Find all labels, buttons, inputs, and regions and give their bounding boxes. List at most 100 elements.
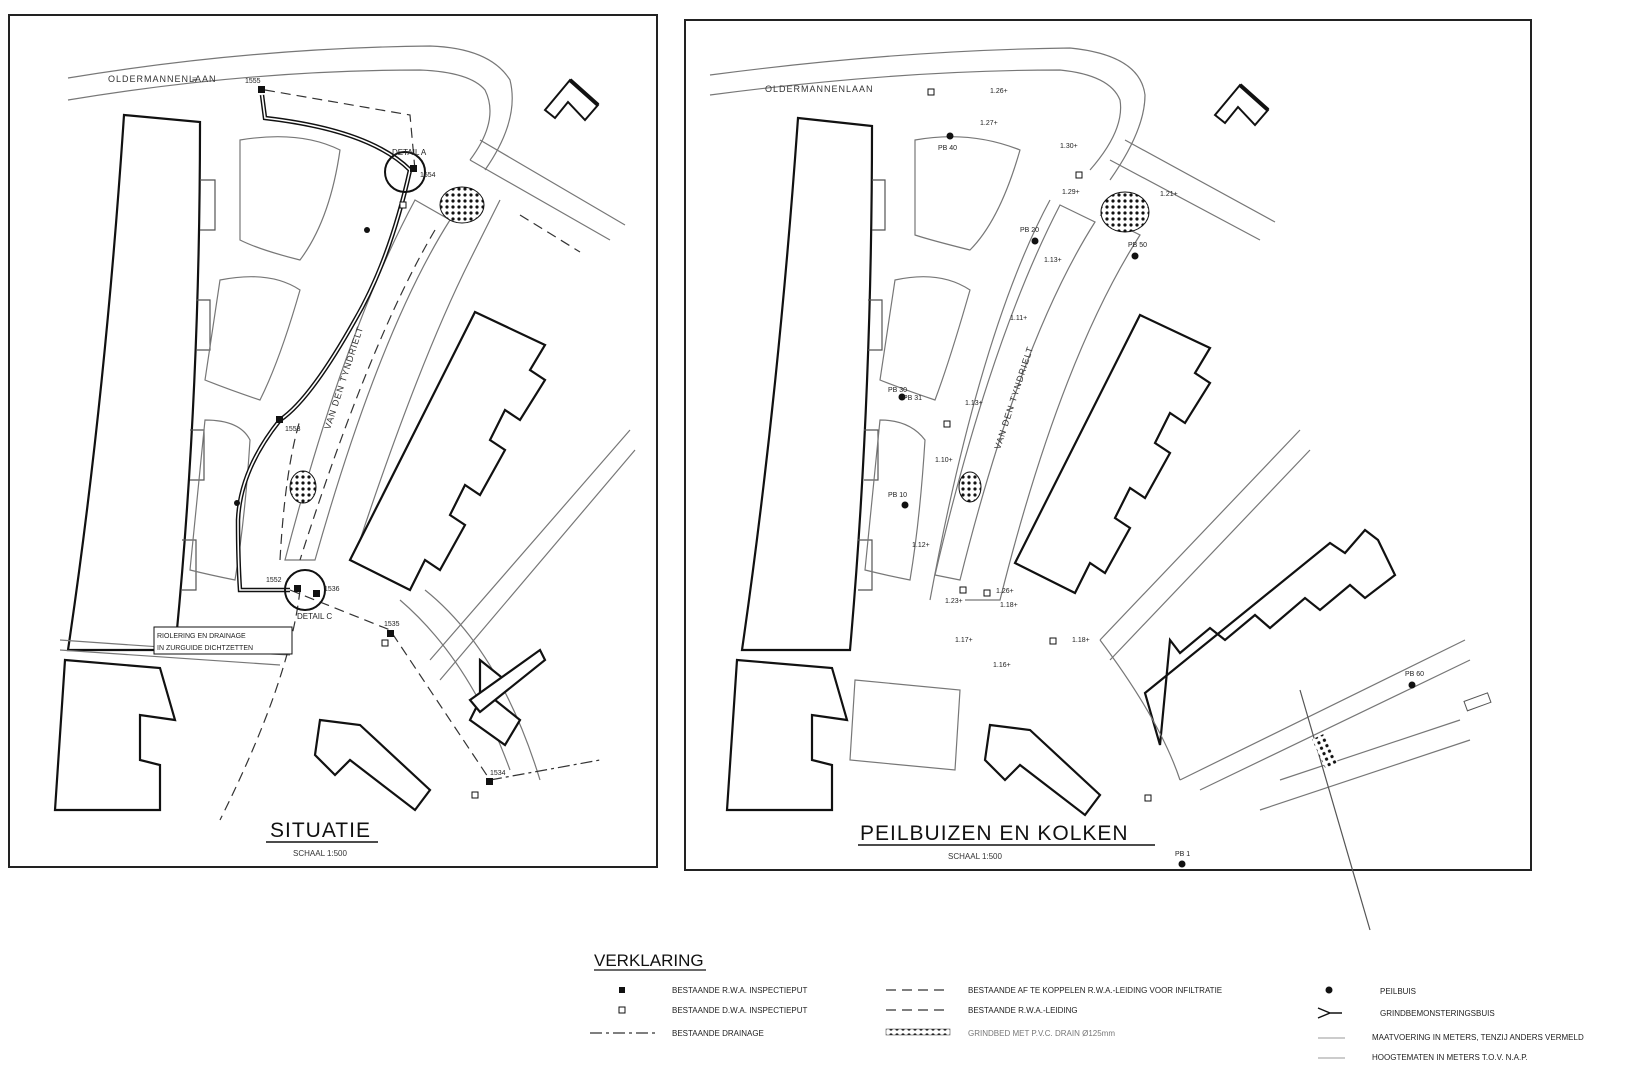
label-put-1536: 1536 — [324, 586, 340, 593]
height-label-4: 1.29+ — [1062, 189, 1080, 196]
height-label-12: 1.18+ — [1000, 602, 1018, 609]
building-west-r — [740, 116, 874, 652]
label-pb10: PB 10 — [888, 492, 907, 499]
kolk-1 — [927, 88, 935, 96]
garden-2 — [204, 276, 301, 401]
label-pb20: PB 20 — [1020, 227, 1039, 234]
label-detail-a: DETAIL A — [392, 148, 427, 157]
legend-symbol-grindbemonsteringsbuis — [1317, 1007, 1342, 1019]
building-south-west-r — [725, 658, 849, 812]
kolk-2 — [1075, 171, 1083, 179]
height-label-13: 1.18+ — [1072, 637, 1090, 644]
label-put-1535: 1535 — [384, 621, 400, 628]
road-centerline — [299, 229, 436, 561]
building-south-middle-r — [983, 723, 1102, 817]
peilbuis-pb30 — [898, 393, 906, 401]
small-object — [1463, 692, 1492, 712]
legend-item-grindbemonsteringsbuis: GRINDBEMONSTERINGSBUIS — [1380, 1009, 1495, 1018]
legend: VERKLARING BESTAANDE R.W.A. INSPECTIEPUT… — [590, 951, 1584, 1062]
label-pb50: PB 50 — [1128, 242, 1147, 249]
situatie-title: SITUATIE — [270, 819, 371, 842]
legend-symbol-grindbed — [885, 1028, 951, 1036]
height-label-16: 1.23+ — [945, 598, 963, 605]
situatie-frame — [8, 14, 658, 868]
north-arrow-icon-right — [1213, 83, 1270, 127]
height-label-10: 1.12+ — [912, 542, 930, 549]
street-southeast-r — [1099, 639, 1471, 791]
height-label-3: 1.30+ — [1060, 143, 1078, 150]
garden-r-2 — [879, 276, 971, 401]
building-south-middle — [313, 718, 432, 812]
height-label-5: 1.21+ — [1160, 191, 1178, 198]
peilbuis-pb40 — [946, 132, 954, 140]
street-east — [429, 429, 636, 681]
street-label-van-den-tyndrielt-r: VAN DEN TYNDRIELT — [992, 345, 1035, 451]
legend-item-maatvoering: MAATVOERING IN METERS, TENZIJ ANDERS VER… — [1372, 1033, 1584, 1042]
manhole-1552 — [294, 585, 301, 592]
height-label-9: 1.10+ — [935, 457, 953, 464]
road-central — [284, 199, 451, 561]
kolk-5 — [983, 589, 991, 597]
drain-point-2 — [364, 227, 370, 233]
street-curve-inner-r — [709, 47, 1146, 181]
height-label-14: 1.17+ — [955, 637, 973, 644]
building-east — [348, 310, 547, 592]
legend-symbol-rwa-put — [619, 987, 625, 993]
existing-pipe-inner — [237, 94, 411, 591]
peilbuizen-title: PEILBUIZEN EN KOLKEN — [860, 822, 1129, 845]
height-label-11: 1.26+ — [996, 588, 1014, 595]
situatie-plan: OLDERMANNENLAAN ≡ VAN DEN TYNDRIELT DETA… — [8, 14, 658, 868]
manhole-1554 — [410, 165, 417, 172]
north-arrow-icon — [543, 78, 600, 122]
building-east-r — [1013, 313, 1212, 595]
building-west-r-recesses — [858, 179, 886, 591]
label-detail-c: DETAIL C — [297, 612, 332, 621]
street-bottom-r — [1259, 719, 1471, 811]
label-pb60: PB 60 — [1405, 671, 1424, 678]
street-east-r — [1099, 429, 1311, 661]
street-curve-outer-r — [709, 69, 1122, 171]
peilbuis-pb1 — [1178, 860, 1186, 868]
note-line-1: RIOLERING EN DRAINAGE — [157, 633, 246, 640]
manhole-1534 — [486, 778, 493, 785]
legend-item-af-te-koppelen: BESTAANDE AF TE KOPPELEN R.W.A.-LEIDING … — [968, 986, 1222, 995]
parking-edges-r — [1109, 139, 1276, 241]
label-put-1552: 1552 — [266, 577, 282, 584]
height-label-7: 1.11+ — [1010, 315, 1027, 322]
rwa-dashdot-line — [489, 759, 601, 781]
street-label-oldermannenlaan-r: OLDERMANNENLAAN — [765, 84, 874, 94]
parking-edges — [359, 139, 626, 541]
peilbuis-pb60 — [1408, 681, 1416, 689]
legend-item-drainage: BESTAANDE DRAINAGE — [672, 1029, 764, 1038]
detail-a-circle — [384, 151, 426, 193]
rwa-dashed-lines — [219, 89, 491, 821]
kolk-6 — [1049, 637, 1057, 645]
legend-item-dwa-put: BESTAANDE D.W.A. INSPECTIEPUT — [672, 1006, 808, 1015]
height-label-8: 1.13+ — [965, 400, 983, 407]
parking-line-1 — [519, 214, 581, 253]
gravel-bed-middle-r — [958, 471, 982, 503]
gravel-bed-north-r — [1100, 191, 1150, 233]
situatie-scale: SCHAAL 1:500 — [293, 849, 348, 858]
note-line-2: IN ZURGUIDE DICHTZETTEN — [157, 645, 253, 652]
garden-r-1 — [914, 136, 1021, 251]
road-central-r3 — [929, 199, 1051, 601]
peilbuis-pb10 — [901, 501, 909, 509]
gravel-bed-middle — [289, 470, 317, 504]
road-central-r — [934, 204, 1096, 581]
peilbuizen-scale: SCHAAL 1:500 — [948, 852, 1003, 861]
height-label-6: 1.13+ — [1044, 257, 1062, 264]
label-pb31: PB 31 — [903, 395, 922, 402]
legend-symbol-peilbuis — [1325, 986, 1333, 994]
peilbuis-pb50 — [1131, 252, 1139, 260]
label-pb40: PB 40 — [938, 145, 957, 152]
garden-1 — [239, 136, 341, 261]
legend-symbol-dwa-put — [618, 1006, 626, 1014]
label-put-1534: 1534 — [490, 770, 506, 777]
building-south-east-2 — [468, 648, 547, 714]
dwa-put-3 — [471, 791, 479, 799]
building-west-recesses — [182, 179, 216, 591]
kolk-7 — [1144, 794, 1152, 802]
label-put-1554: 1554 — [420, 172, 436, 179]
